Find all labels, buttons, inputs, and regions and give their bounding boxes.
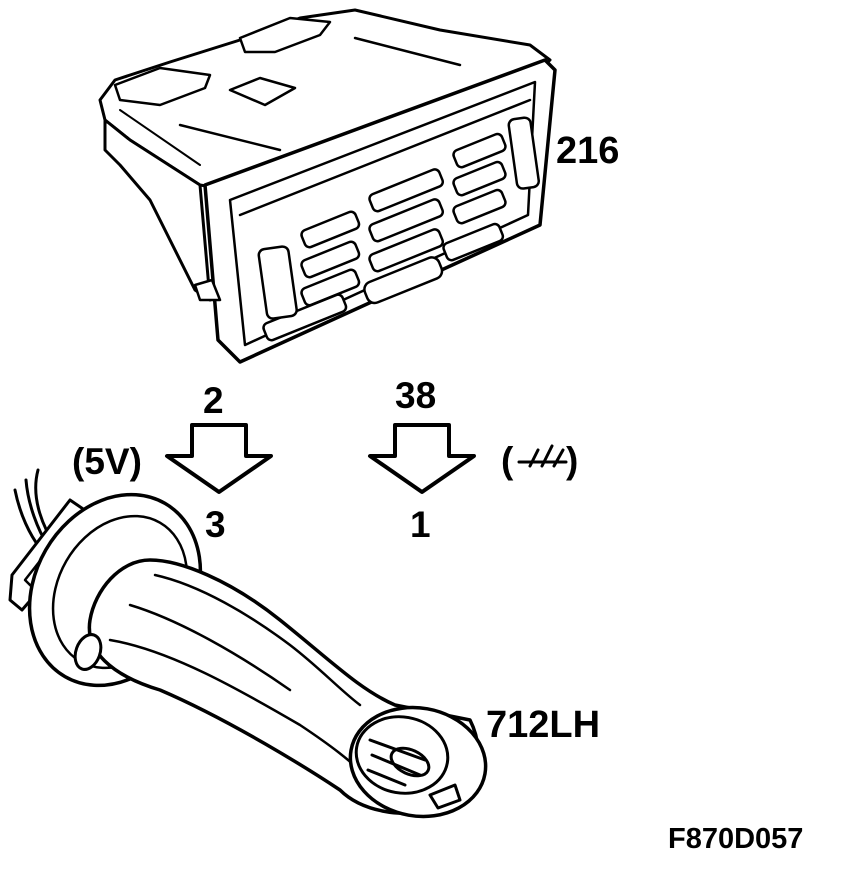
pin-label-2: 2 [203, 380, 224, 421]
sensor-illustration [8, 468, 488, 819]
ground-symbol-icon [517, 444, 568, 468]
control-unit-label: 216 [556, 130, 619, 172]
ground-close-paren: ) [566, 440, 578, 481]
pin-label-3: 3 [205, 504, 226, 545]
pin-label-38: 38 [395, 375, 436, 416]
pin-label-1: 1 [410, 504, 431, 545]
figure-code: F870D057 [668, 823, 803, 855]
ground-open-paren: ( [501, 440, 514, 481]
sensor-label: 712LH [486, 704, 600, 746]
control-unit-illustration [98, 8, 557, 364]
down-arrow-icon [368, 423, 476, 494]
control-unit-buttons [238, 98, 541, 342]
voltage-label: (5V) [72, 441, 142, 482]
down-arrow-icon [165, 423, 273, 494]
